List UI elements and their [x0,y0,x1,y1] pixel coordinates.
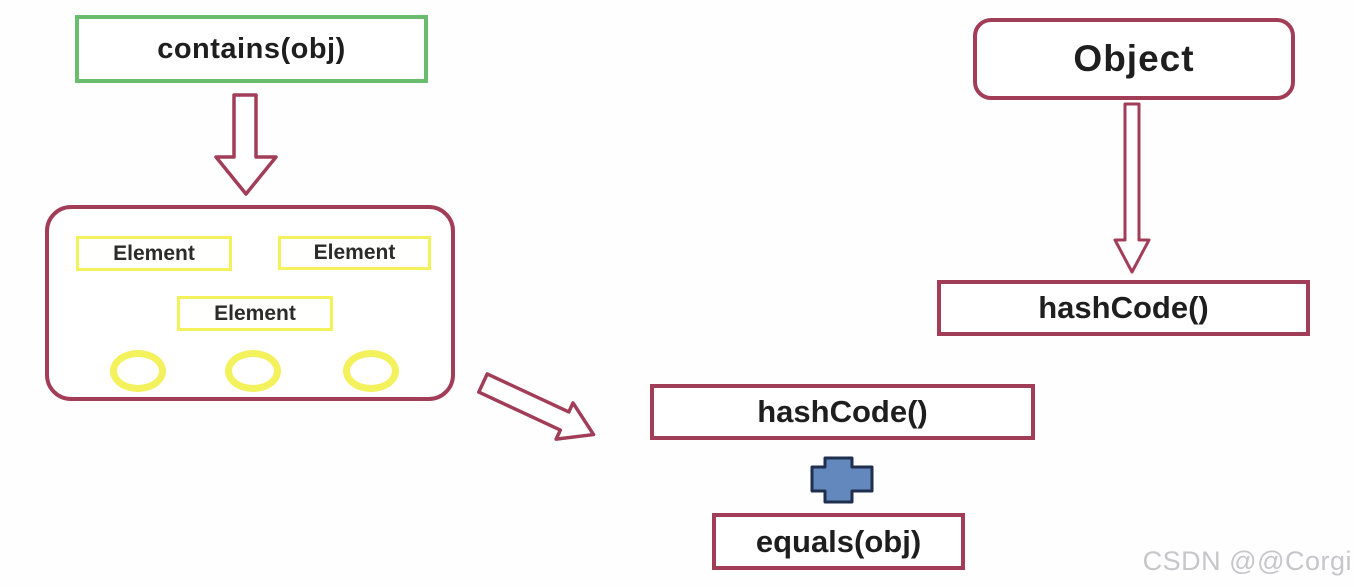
element-node: Element [278,236,431,270]
down-arrow-icon [1113,102,1151,274]
element-node: Element [76,236,232,271]
bucket-circle-icon [343,350,399,392]
equals-method-box: equals(obj) [712,513,965,570]
object-class-box: Object [973,18,1295,100]
collection-container: Element Element Element [45,205,455,401]
bucket-circle-icon [110,350,166,392]
bucket-circle-icon [225,350,281,392]
hashcode-method-box: hashCode() [650,384,1035,440]
watermark-text: CSDN @@Corgi [1142,546,1352,576]
plus-icon [810,456,874,504]
diagonal-arrow-icon [477,372,596,441]
hashcode-override-box: hashCode() [937,280,1310,336]
element-node: Element [177,296,333,331]
down-arrow-icon [214,93,278,196]
contains-method-box: contains(obj) [75,15,428,83]
